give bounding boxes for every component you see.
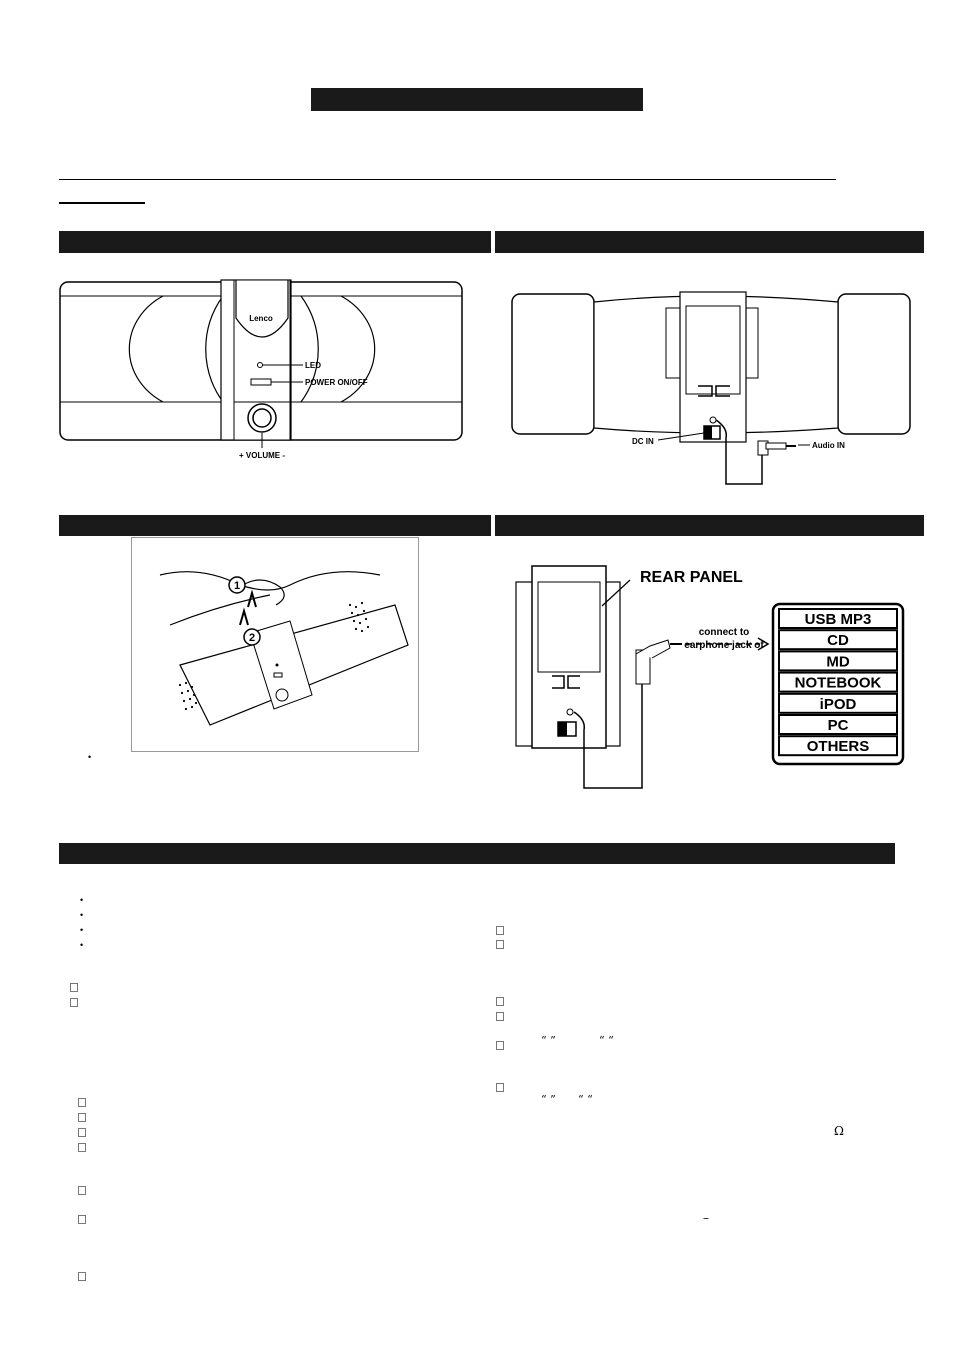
device-box: [778, 629, 898, 651]
checkbox-left-2: [70, 998, 78, 1007]
audio-in-label: Audio IN: [812, 441, 845, 450]
install-frame: [131, 537, 419, 752]
rear-panel-label: REAR PANEL: [640, 569, 743, 586]
arrow-label-line2: earphone jack of: [684, 640, 764, 651]
device-box: [778, 671, 898, 693]
step-1-label: 1: [234, 580, 240, 592]
step-2-label: 2: [249, 632, 255, 644]
device-box: [778, 608, 898, 629]
section-bar-front-view: [59, 231, 491, 253]
device-label: MD: [826, 653, 849, 670]
checkbox-left-7: [78, 1186, 86, 1195]
op-bullet-3: •: [80, 925, 84, 935]
op-bullet-2: •: [80, 910, 84, 920]
device-box: [778, 714, 898, 735]
power-label: POWER ON/OFF: [305, 378, 368, 387]
op-bullet-1: •: [80, 895, 84, 905]
dc-in-label: DC IN: [632, 437, 654, 446]
section-bar-rear-view: [495, 231, 924, 253]
rear-view-diagram: DC IN Audio IN: [511, 291, 911, 485]
arrow-label-line1: connect to: [699, 627, 750, 638]
checkbox-left-8: [78, 1215, 86, 1224]
section-bar-connection: [495, 515, 924, 536]
checkbox-right-5: [496, 1041, 504, 1050]
install-bullet: •: [88, 752, 92, 762]
checkbox-right-4: [496, 1012, 504, 1021]
checkbox-left-5: [78, 1128, 86, 1137]
subheading-underline: [59, 202, 145, 204]
led-label: LED: [305, 361, 321, 370]
omega-glyph: Ω: [834, 1124, 844, 1138]
device-box: [778, 692, 898, 714]
checkbox-right-3: [496, 997, 504, 1006]
title-bar: [311, 88, 643, 111]
section-bar-operation: [59, 843, 895, 864]
checkbox-left-9: [78, 1272, 86, 1281]
front-view-diagram: Lenco LED POWER ON/OFF + VOLUME -: [59, 279, 463, 460]
install-diagram: 1 2: [159, 571, 409, 726]
quotes-glyph-4: “ “: [578, 1093, 593, 1106]
quotes-glyph-3: “ ”: [541, 1093, 556, 1106]
checkbox-right-2: [496, 940, 504, 949]
section-bar-installation: [59, 515, 491, 536]
op-bullet-4: •: [80, 940, 84, 950]
quotes-glyph-1: “ ”: [541, 1034, 556, 1047]
checkbox-left-3: [78, 1098, 86, 1107]
device-label: PC: [828, 717, 849, 734]
dash-glyph: –: [703, 1211, 709, 1225]
device-box: [778, 650, 898, 672]
device-label: NOTEBOOK: [795, 675, 882, 692]
brand-logo: Lenco: [249, 314, 273, 323]
device-label: iPOD: [820, 696, 857, 713]
checkbox-left-4: [78, 1113, 86, 1122]
checkbox-left-1: [70, 983, 78, 992]
header-rule: [59, 179, 836, 180]
device-label: USB MP3: [805, 611, 872, 628]
checkbox-right-1: [496, 926, 504, 935]
device-box: [778, 735, 898, 757]
checkbox-left-6: [78, 1143, 86, 1152]
quotes-glyph-2: “ “: [599, 1034, 614, 1047]
checkbox-right-6: [496, 1083, 504, 1092]
connection-diagram: REAR PANEL connect to earphone jack of U…: [515, 565, 905, 789]
device-label: OTHERS: [807, 738, 870, 755]
volume-label: + VOLUME -: [239, 451, 285, 460]
device-label: CD: [827, 632, 849, 649]
